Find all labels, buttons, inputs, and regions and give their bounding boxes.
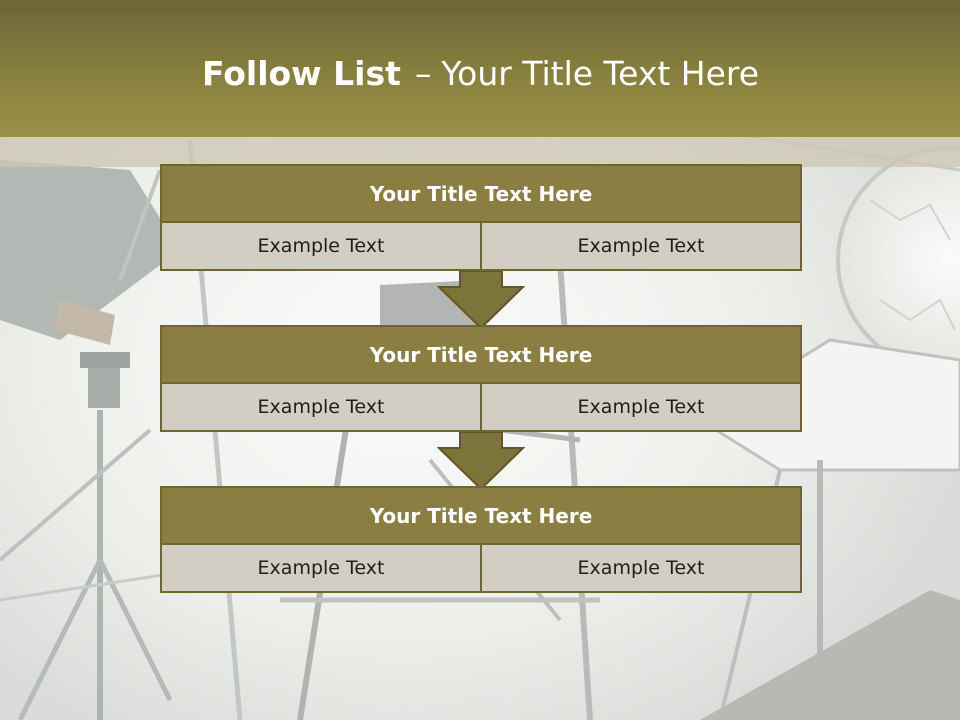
step-row: Example Text Example Text — [162, 545, 800, 591]
step-row: Example Text Example Text — [162, 223, 800, 269]
down-arrow-icon — [437, 271, 525, 329]
step-box-1: Your Title Text Here Example Text Exampl… — [160, 164, 802, 271]
step-cell-right: Example Text — [480, 223, 800, 269]
slide-title-separator: – — [414, 54, 432, 93]
step-box-2: Your Title Text Here Example Text Exampl… — [160, 325, 802, 432]
step-cell-left: Example Text — [162, 223, 480, 269]
step-cell-right: Example Text — [480, 545, 800, 591]
step-title: Your Title Text Here — [162, 488, 800, 545]
slide-title-rest: Your Title Text Here — [441, 54, 760, 93]
step-title: Your Title Text Here — [162, 327, 800, 384]
step-cell-left: Example Text — [162, 545, 480, 591]
title-bar — [0, 0, 960, 137]
down-arrow-icon — [437, 432, 525, 490]
step-box-3: Your Title Text Here Example Text Exampl… — [160, 486, 802, 593]
step-cell-left: Example Text — [162, 384, 480, 430]
slide-title-bold: Follow List — [202, 54, 401, 93]
step-title: Your Title Text Here — [162, 166, 800, 223]
slide-title: Follow List–Your Title Text Here — [0, 54, 960, 93]
step-cell-right: Example Text — [480, 384, 800, 430]
step-row: Example Text Example Text — [162, 384, 800, 430]
title-bar-band — [0, 137, 960, 167]
